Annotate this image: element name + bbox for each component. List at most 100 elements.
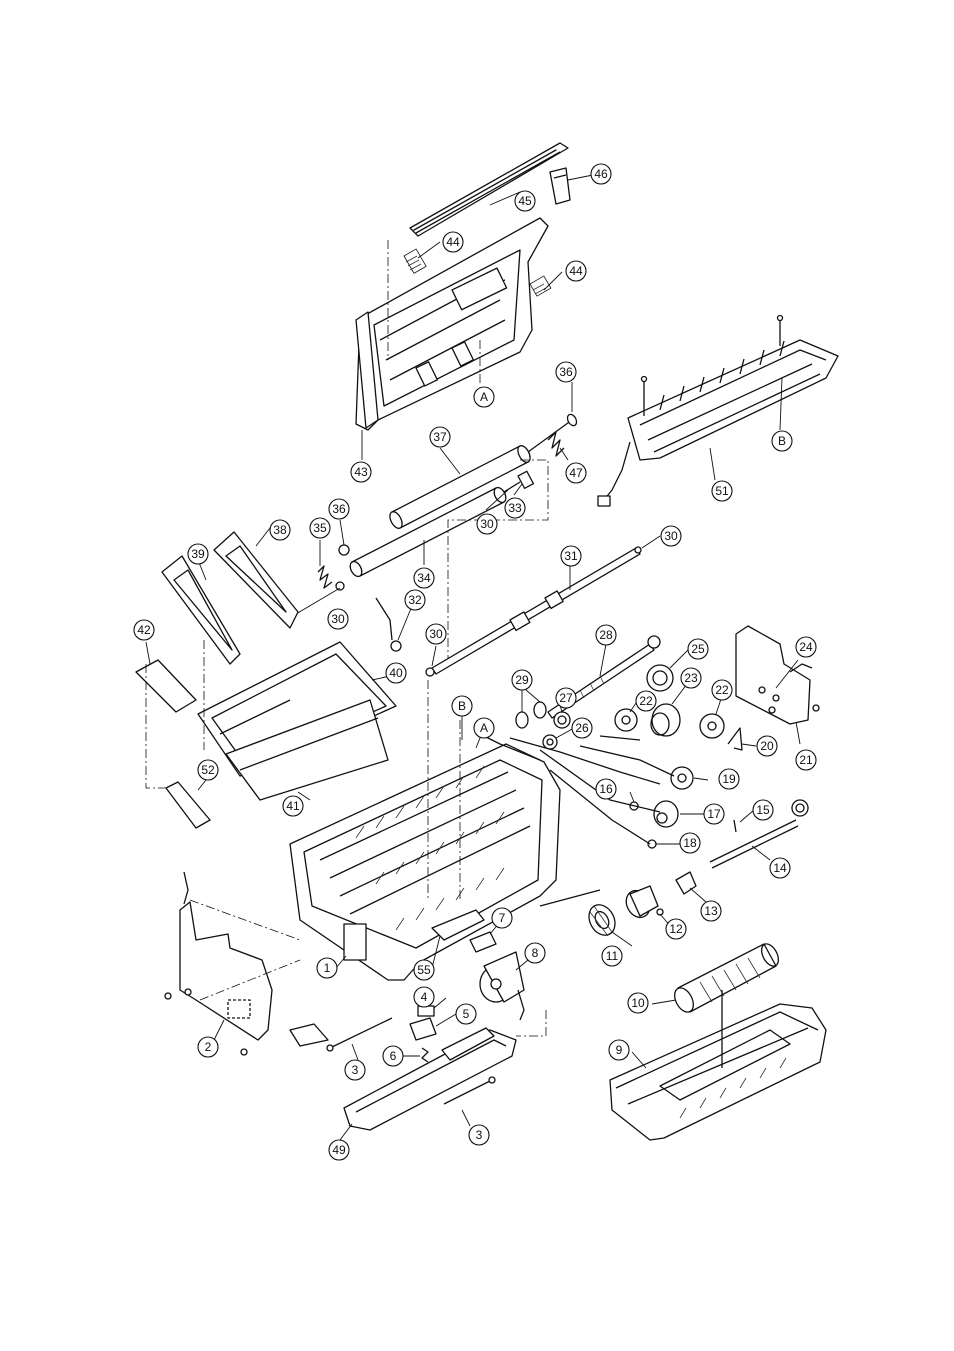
callout-5: 5 xyxy=(455,1003,477,1025)
callout-37: 37 xyxy=(429,426,451,448)
callout-label: 18 xyxy=(683,836,697,850)
callout-3: 3 xyxy=(468,1124,490,1146)
callout-label: 34 xyxy=(417,571,431,585)
callout-46: 46 xyxy=(590,163,612,185)
callout-label: 22 xyxy=(715,683,729,697)
callout-44: 44 xyxy=(565,260,587,282)
callout-30: 30 xyxy=(476,513,498,535)
callout-label: 13 xyxy=(704,904,718,918)
callout-label: A xyxy=(480,390,488,404)
feed-roller-group xyxy=(539,799,809,947)
callout-label: 23 xyxy=(684,671,698,685)
callout-A: A xyxy=(473,386,495,408)
callout-label: 12 xyxy=(669,922,683,936)
callout-label: 2 xyxy=(205,1040,212,1054)
callout-9: 9 xyxy=(608,1039,630,1061)
callout-4: 4 xyxy=(413,986,435,1008)
callout-30: 30 xyxy=(327,608,349,630)
callout-label: 9 xyxy=(616,1043,623,1057)
callout-label: B xyxy=(778,434,786,448)
callout-label: 28 xyxy=(599,628,613,642)
drum-cartridge xyxy=(609,943,827,1141)
callout-52: 52 xyxy=(197,759,219,781)
callout-20: 20 xyxy=(756,735,778,757)
guides-group xyxy=(135,527,397,829)
callout-label: 36 xyxy=(332,502,346,516)
callout-28: 28 xyxy=(595,624,617,646)
roller-group xyxy=(295,382,578,660)
callout-6: 6 xyxy=(382,1045,404,1067)
callout-22: 22 xyxy=(711,679,733,701)
callout-24: 24 xyxy=(795,636,817,658)
callout-25: 25 xyxy=(687,638,709,660)
callout-label: 7 xyxy=(499,911,506,925)
callout-label: 38 xyxy=(273,523,287,537)
callout-3: 3 xyxy=(344,1059,366,1081)
callout-B: B xyxy=(771,430,793,452)
callout-31: 31 xyxy=(560,545,582,567)
callout-36: 36 xyxy=(328,498,350,520)
callout-label: 36 xyxy=(559,365,573,379)
callout-label: 15 xyxy=(756,803,770,817)
part-callouts: 1233456789101112131415161718192021222223… xyxy=(133,163,817,1161)
callout-29: 29 xyxy=(511,669,533,691)
callout-16: 16 xyxy=(595,778,617,800)
callout-33: 33 xyxy=(504,497,526,519)
callout-55: 55 xyxy=(413,959,435,981)
callout-label: 31 xyxy=(564,549,578,563)
callout-label: 5 xyxy=(463,1007,470,1021)
callout-43: 43 xyxy=(350,461,372,483)
callout-19: 19 xyxy=(718,768,740,790)
callout-label: 30 xyxy=(429,627,443,641)
callout-14: 14 xyxy=(769,857,791,879)
callout-10: 10 xyxy=(627,992,649,1014)
callout-label: 29 xyxy=(515,673,529,687)
callout-label: 42 xyxy=(137,623,151,637)
callout-label: A xyxy=(480,721,488,735)
callout-label: 20 xyxy=(760,739,774,753)
callout-2: 2 xyxy=(197,1036,219,1058)
callout-42: 42 xyxy=(133,619,155,641)
top-cover-assembly xyxy=(355,142,599,460)
callout-label: 55 xyxy=(417,963,431,977)
left-side-plate xyxy=(164,871,329,1056)
callout-26: 26 xyxy=(571,717,593,739)
callout-39: 39 xyxy=(187,543,209,565)
fuser-unit xyxy=(597,314,839,507)
callout-21: 21 xyxy=(795,749,817,771)
callout-27: 27 xyxy=(555,687,577,709)
callout-label: 3 xyxy=(352,1063,359,1077)
callout-44: 44 xyxy=(442,231,464,253)
callout-30: 30 xyxy=(660,525,682,547)
callout-11: 11 xyxy=(601,945,623,967)
callout-label: 19 xyxy=(722,772,736,786)
callout-49: 49 xyxy=(328,1139,350,1161)
callout-label: 14 xyxy=(773,861,787,875)
callout-label: 52 xyxy=(201,763,215,777)
callout-label: 33 xyxy=(508,501,522,515)
callout-51: 51 xyxy=(711,480,733,502)
callout-label: 30 xyxy=(664,529,678,543)
callout-label: 17 xyxy=(707,807,721,821)
callout-34: 34 xyxy=(413,567,435,589)
callout-label: 47 xyxy=(569,466,583,480)
callout-label: 44 xyxy=(569,264,583,278)
callout-32: 32 xyxy=(404,589,426,611)
callout-41: 41 xyxy=(282,795,304,817)
callout-13: 13 xyxy=(700,900,722,922)
callout-8: 8 xyxy=(524,942,546,964)
callout-label: 4 xyxy=(421,990,428,1004)
callout-label: 45 xyxy=(518,194,532,208)
callout-label: 30 xyxy=(331,612,345,626)
callout-label: 22 xyxy=(639,694,653,708)
callout-22: 22 xyxy=(635,690,657,712)
callout-15: 15 xyxy=(752,799,774,821)
callout-label: 16 xyxy=(599,782,613,796)
callout-label: 43 xyxy=(354,465,368,479)
callout-label: 27 xyxy=(559,691,573,705)
callout-17: 17 xyxy=(703,803,725,825)
callout-36: 36 xyxy=(555,361,577,383)
callout-30: 30 xyxy=(425,623,447,645)
callout-38: 38 xyxy=(269,519,291,541)
callout-label: 24 xyxy=(799,640,813,654)
